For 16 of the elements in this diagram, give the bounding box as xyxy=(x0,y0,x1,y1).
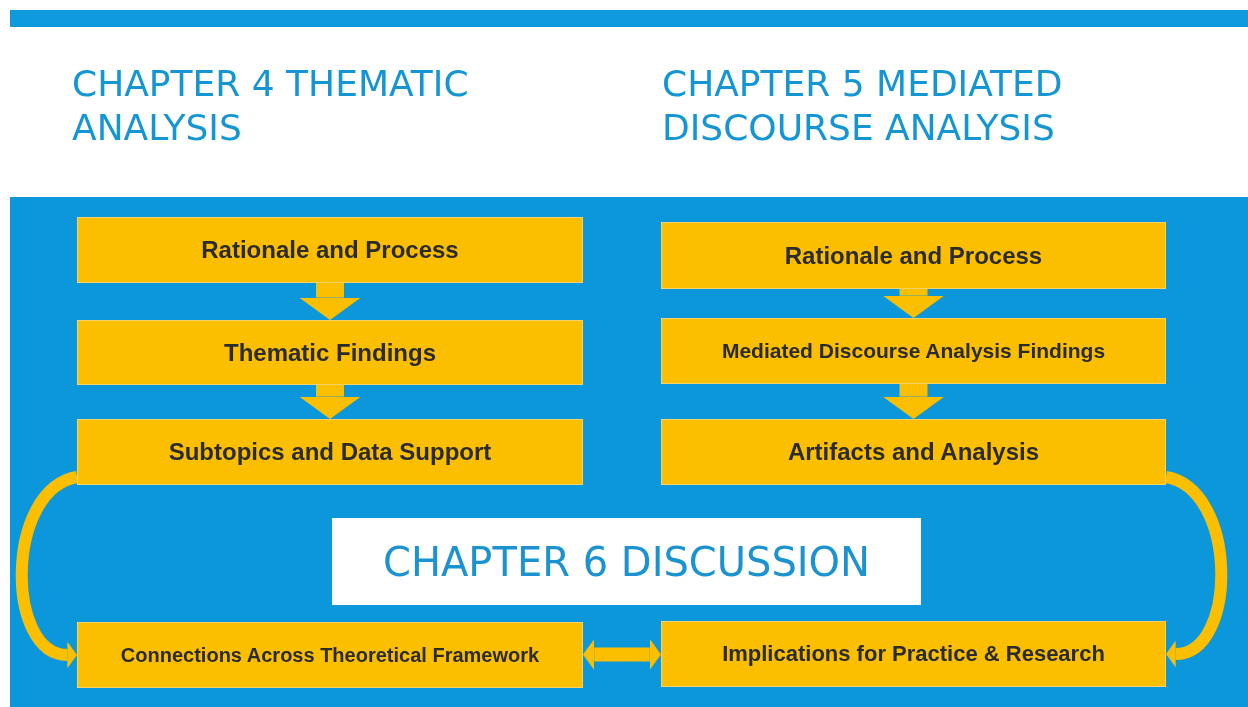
title-box: CHAPTER 6 DISCUSSION xyxy=(332,518,921,605)
process-box: Thematic Findings xyxy=(77,320,583,385)
process-box: Artifacts and Analysis xyxy=(661,419,1166,485)
block-arrow xyxy=(882,384,945,419)
process-box: Connections Across Theoretical Framework xyxy=(77,622,583,688)
chapter-heading: CHAPTER 4 THEMATIC ANALYSIS xyxy=(72,62,470,150)
process-box: Implications for Practice & Research xyxy=(661,621,1166,687)
process-box: Mediated Discourse Analysis Findings xyxy=(661,318,1166,384)
block-arrow xyxy=(299,385,361,419)
double-arrow xyxy=(583,639,661,670)
process-box: Rationale and Process xyxy=(77,217,583,283)
block-arrow xyxy=(299,283,361,320)
block-arrow xyxy=(882,289,945,318)
process-box: Rationale and Process xyxy=(661,222,1166,289)
process-box: Subtopics and Data Support xyxy=(77,419,583,485)
chapter-heading: CHAPTER 5 MEDIATED DISCOURSE ANALYSIS xyxy=(662,62,1064,150)
